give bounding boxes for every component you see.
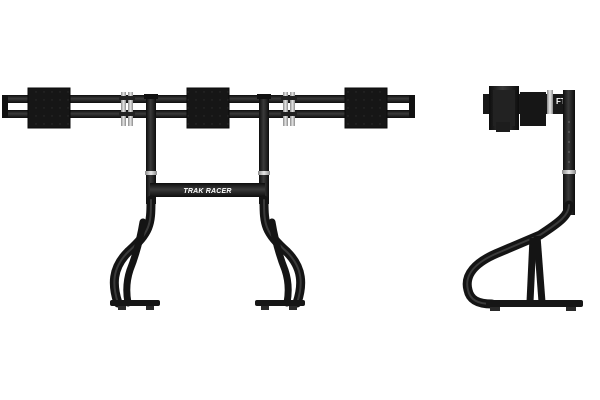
foot-pad-left-a: [118, 306, 126, 310]
side-view: FT: [462, 86, 583, 311]
side-foot-base: [486, 300, 583, 307]
hinge-clamp-right: [281, 92, 297, 126]
upright-post-left: [144, 94, 158, 204]
vesa-plate-left: [27, 87, 71, 129]
side-upright-post: [562, 90, 576, 215]
side-curved-leg: [462, 200, 574, 309]
brand-crossbar: TRAK RACER: [150, 183, 265, 197]
side-support-strut: [526, 235, 546, 303]
brand-label: TRAK RACER: [183, 188, 231, 195]
foot-pad-right-a: [261, 306, 269, 310]
side-foot-pad-a: [490, 307, 500, 311]
side-foot-pad-b: [566, 307, 576, 311]
foot-base-left: [110, 300, 160, 306]
side-label: FT: [556, 97, 566, 106]
side-mount-bracket: FT: [483, 86, 573, 132]
vesa-plate-right: [344, 87, 388, 129]
curved-leg-left: [109, 195, 156, 308]
foot-base-right: [255, 300, 305, 306]
foot-pad-right-b: [289, 306, 297, 310]
curved-leg-right: [259, 195, 306, 308]
front-view: TRAK RACER: [2, 87, 415, 310]
upright-post-right: [257, 94, 271, 204]
hinge-clamp-left: [119, 92, 135, 126]
vesa-plate-center: [186, 87, 230, 129]
foot-pad-left-b: [146, 306, 154, 310]
